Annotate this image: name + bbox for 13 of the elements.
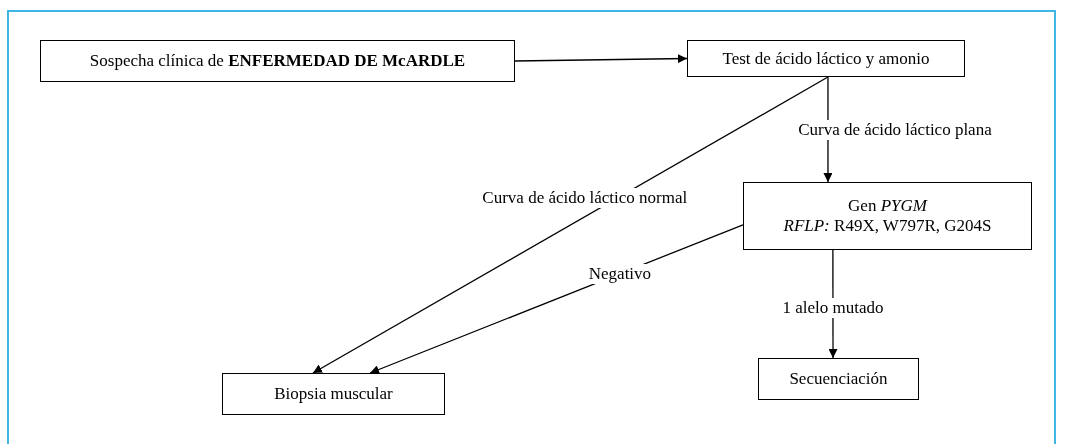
box-text: Sospecha clínica de ENFERMEDAD DE McARDLE	[89, 51, 466, 71]
box-text: Test de ácido láctico y amonio	[722, 48, 930, 69]
process-box	[743, 182, 1032, 250]
process-box	[687, 40, 965, 77]
arrow	[312, 76, 829, 374]
box-text: Secuenciación	[789, 369, 888, 389]
box-text: RFLP: R49X, W797R, G204S	[783, 216, 992, 236]
process-box	[40, 40, 515, 82]
process-box	[758, 358, 919, 400]
arrow	[514, 54, 688, 64]
process-box	[222, 373, 445, 415]
box-text: Biopsia muscular	[274, 384, 393, 404]
box-text: Gen PYGM	[848, 196, 927, 216]
